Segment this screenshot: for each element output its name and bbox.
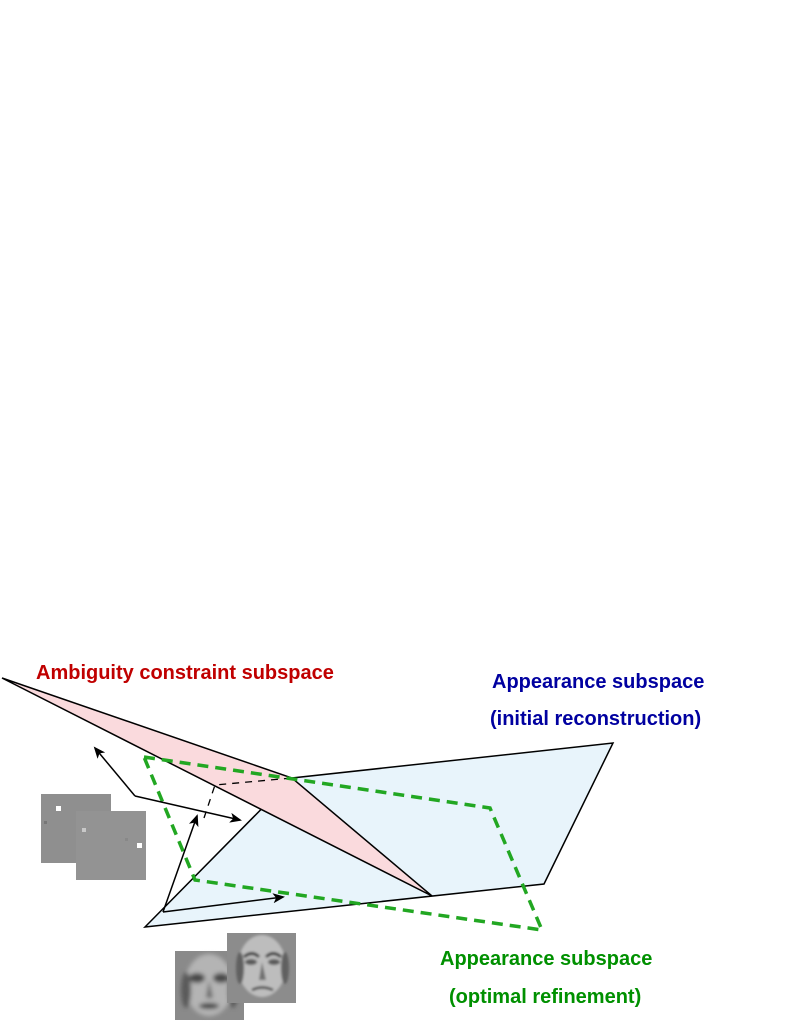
ambiguity-basis-arrow-right bbox=[134, 795, 242, 823]
face-basis-image-2 bbox=[227, 933, 296, 1003]
appearance-initial-label: Appearance subspace bbox=[492, 671, 705, 693]
appearance-optimal-sublabel: (optimal refinement) bbox=[449, 986, 642, 1008]
appearance-basis-arrow-right bbox=[162, 893, 285, 913]
ambiguity-constraint-label: Ambiguity constraint subspace bbox=[36, 662, 334, 684]
ambiguity-basis-arrow-up bbox=[93, 746, 136, 797]
appearance-initial-plane bbox=[142, 742, 615, 928]
appearance-initial-sublabel: (initial reconstruction) bbox=[490, 708, 702, 730]
speckle-basis-image-2 bbox=[76, 811, 146, 880]
appearance-optimal-label: Appearance subspace bbox=[440, 948, 653, 970]
ambiguity-constraint-plane bbox=[1, 677, 433, 897]
appearance-basis-arrow-up bbox=[162, 814, 199, 913]
